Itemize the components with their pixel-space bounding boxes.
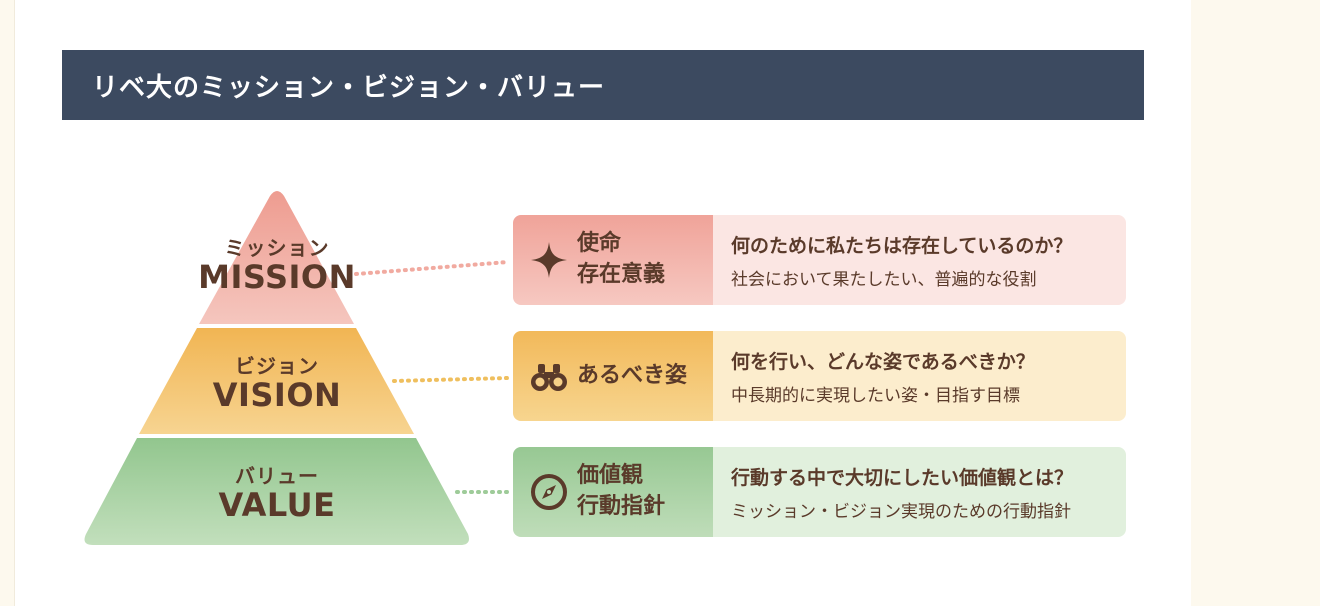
mission-answer: 社会において果たしたい、普遍的な役割 bbox=[731, 269, 1037, 290]
mission-jp: ミッション bbox=[224, 236, 330, 260]
binoculars-icon bbox=[531, 364, 567, 391]
pyramid-vision bbox=[139, 328, 414, 434]
sparkle-icon bbox=[531, 242, 567, 278]
mission-card-label: 使命 存在意義 bbox=[513, 215, 713, 305]
vision-question: 何を行い、どんな姿であるべきか？ bbox=[731, 350, 1035, 373]
pyramid-mission-label: ミッション MISSION bbox=[157, 232, 397, 295]
pyramid-vision-label: ビジョン VISION bbox=[157, 350, 397, 413]
vision-card: あるべき姿 何を行い、どんな姿であるべきか？ 中長期的に実現したい姿・目指す目標 bbox=[513, 331, 1126, 421]
value-card: 価値観 行動指針 行動する中で大切にしたい価値観とは？ ミッション・ビジョン実現… bbox=[513, 447, 1126, 537]
pyramid-value-label: バリュー VALUE bbox=[157, 460, 397, 523]
value-card-title: 価値観 行動指針 bbox=[577, 463, 666, 519]
value-question: 行動する中で大切にしたい価値観とは？ bbox=[731, 466, 1074, 489]
section-heading-text: リベ大のミッション・ビジョン・バリュー bbox=[92, 72, 606, 103]
compass-icon bbox=[531, 474, 567, 510]
mission-question: 何のために私たちは存在しているのか？ bbox=[731, 234, 1073, 257]
section-heading: リベ大のミッション・ビジョン・バリュー bbox=[62, 50, 1144, 120]
vision-answer: 中長期的に実現したい姿・目指す目標 bbox=[731, 385, 1020, 406]
right-sidebar bbox=[1191, 0, 1320, 606]
value-answer: ミッション・ビジョン実現のための行動指針 bbox=[731, 501, 1071, 522]
vision-card-label: あるべき姿 bbox=[513, 331, 713, 421]
value-en: VALUE bbox=[218, 486, 336, 524]
pyramid-mission bbox=[199, 191, 354, 324]
mission-card-title: 使命 存在意義 bbox=[577, 231, 666, 287]
value-card-label: 価値観 行動指針 bbox=[513, 447, 713, 537]
connector-mission bbox=[354, 260, 510, 276]
mission-card-desc: 何のために私たちは存在しているのか？ 社会において果たしたい、普遍的な役割 bbox=[713, 215, 1126, 305]
value-card-desc: 行動する中で大切にしたい価値観とは？ ミッション・ビジョン実現のための行動指針 bbox=[713, 447, 1126, 537]
pyramid-value bbox=[84, 438, 469, 545]
mission-card: 使命 存在意義 何のために私たちは存在しているのか？ 社会において果たしたい、普… bbox=[513, 215, 1126, 305]
vision-card-title: あるべき姿 bbox=[577, 362, 688, 388]
vision-en: VISION bbox=[212, 376, 342, 414]
value-jp: バリュー bbox=[235, 464, 319, 488]
vision-card-desc: 何を行い、どんな姿であるべきか？ 中長期的に実現したい姿・目指す目標 bbox=[713, 331, 1126, 421]
connector-vision bbox=[392, 376, 510, 383]
vision-jp: ビジョン bbox=[235, 354, 319, 378]
mission-en: MISSION bbox=[198, 258, 356, 296]
